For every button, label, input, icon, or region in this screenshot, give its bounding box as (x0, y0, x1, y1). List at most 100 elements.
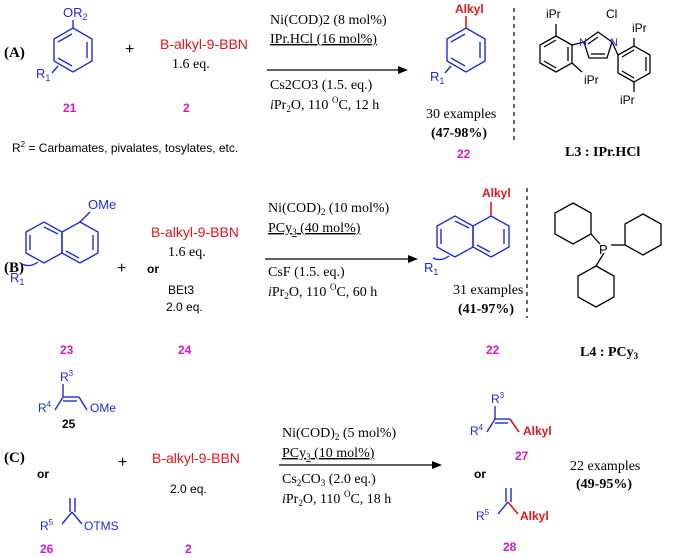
imidazolium-ring (583, 31, 613, 59)
right-aryl-ring (617, 45, 651, 83)
svg-text:OR2: OR2 (63, 5, 88, 22)
condition-b-4: iPr2O, 110 OC, 60 h (268, 282, 377, 301)
ome-label-c: OMe (90, 401, 116, 415)
arrowhead-a (398, 66, 408, 74)
alkyl-label-a: Alkyl (455, 2, 484, 16)
examples-b: 31 examples (453, 283, 523, 298)
condition-b-1: Ni(COD)2 (10 mol%) (268, 201, 389, 217)
panel-c-label: (C) (4, 450, 25, 466)
reagent-c-eq: 2.0 eq. (170, 482, 207, 496)
compound-28-label: 28 (503, 540, 517, 554)
ligand-l4-label: L4 : PCy3 (580, 345, 639, 361)
left-aryl-ring (539, 35, 573, 73)
r2-footnote: R2 = Carbamates, pivalates, tosylates, e… (12, 140, 238, 155)
svg-text:R1: R1 (10, 270, 24, 287)
compound-26-label: 26 (40, 542, 54, 556)
condition-c-3: Cs2CO3 (2.0 eq.) (282, 472, 376, 488)
panel-c: (C) R3 R4 OMe 25 or R5 OTMS 26 + B-alkyl… (4, 369, 640, 556)
condition-b-3: CsF (1.5. eq.) (268, 265, 345, 280)
product-22-structure-a (444, 16, 486, 74)
substrate-23-structure (21, 211, 99, 267)
or-label-c: or (37, 467, 49, 481)
svg-text:R4: R4 (470, 423, 484, 438)
arrowhead-b (408, 255, 418, 263)
compound-27-label: 27 (515, 449, 529, 463)
reagent-b-name: B-alkyl-9-BBN (151, 224, 239, 240)
substrate-21-structure (51, 20, 93, 74)
r1-label: R (36, 66, 45, 81)
or-label-b: or (147, 262, 159, 276)
plus-sign-c: + (118, 454, 127, 471)
nitrogen-label-1: N (579, 37, 587, 49)
product-27-structure (486, 406, 520, 433)
examples-a: 30 examples (426, 107, 496, 122)
svg-text:R1: R1 (430, 69, 444, 86)
condition-a-3: Cs2CO3 (1.5. eq.) (270, 78, 373, 93)
condition-c-2: PCy3 (10 mol%) (282, 446, 375, 462)
arrowhead-c (432, 461, 442, 469)
otms-label: OTMS (84, 519, 119, 533)
panel-a: (A) OR2 R1 21 + B-alkyl-9-BBN 1.6 eq. 2 … (4, 2, 651, 161)
ipr-label-1: iPr (546, 7, 561, 21)
compound-22-label-b: 22 (486, 343, 500, 357)
cyclohexyl-ring-1 (554, 202, 592, 245)
alkyl-label-c1: Alkyl (523, 424, 552, 438)
product-benzene-ring (446, 27, 486, 73)
svg-text:R3: R3 (60, 369, 74, 384)
svg-text:R5: R5 (476, 508, 490, 523)
nitrogen-label-2: N (610, 37, 618, 49)
r5-label: R (40, 519, 49, 533)
product-naphthalene-ring-left (436, 215, 474, 258)
panel-a-label: (A) (4, 45, 25, 61)
svg-text:R1: R1 (36, 66, 50, 83)
reagent-b2-name: BEt3 (168, 283, 194, 297)
r1-product-label-b: R (424, 260, 433, 275)
condition-a-1: Ni(COD)2 (8 mol%) (270, 13, 387, 28)
alkyl-label-b: Alkyl (482, 186, 511, 200)
compound-2-label-a: 2 (183, 101, 190, 115)
cyclohexyl-ring-3 (577, 265, 615, 308)
reagent-a-name: B-alkyl-9-BBN (160, 36, 248, 52)
ipr-label-2: iPr (584, 73, 599, 87)
reagent-b-eq: 1.6 eq. (168, 245, 206, 260)
plus-sign-a: + (125, 41, 134, 58)
substrate-26-structure (61, 498, 83, 525)
r5-product-label: R (476, 509, 485, 523)
r3-product-label: R (491, 392, 500, 406)
panel-b: (B) OMe R1 23 + B-alkyl-9-BBN 1.6 eq. or… (4, 186, 662, 361)
pcy3-ligand-structure (554, 202, 662, 308)
svg-text:R4: R4 (38, 400, 52, 415)
compound-23-label: 23 (60, 343, 74, 357)
condition-a-4: iPr2O, 110 OC, 12 h (270, 95, 379, 114)
compound-21-label: 21 (63, 101, 77, 115)
r4-product-label: R (470, 424, 479, 438)
ome-label-b: OMe (88, 197, 116, 212)
reagent-a-eq: 1.6 eq. (172, 57, 210, 72)
sub-or-label: OR (63, 5, 83, 20)
substrate-25-structure (54, 384, 88, 411)
alkyl-label-c2: Alkyl (520, 509, 549, 523)
condition-a-2: IPr.HCl (16 mol%) (270, 32, 377, 47)
product-22-structure-b (432, 202, 510, 261)
chloride-label: Cl (606, 7, 617, 21)
ipr-label-4: iPr (620, 93, 635, 107)
condition-c-1: Ni(COD)2 (5 mol%) (282, 426, 396, 442)
compound-22-label-a: 22 (457, 147, 471, 161)
r1-product-label: R (430, 69, 439, 84)
yield-b: (41-97%) (458, 302, 514, 317)
benzene-ring (53, 27, 93, 73)
product-28-structure (497, 488, 519, 515)
svg-text:R3: R3 (491, 391, 505, 406)
compound-2-label-c: 2 (185, 542, 192, 556)
reagent-c-name: B-alkyl-9-BBN (152, 450, 240, 466)
yield-a: (47-98%) (431, 126, 487, 141)
condition-c-4: iPr2O, 110 OC, 18 h (282, 489, 391, 508)
ligand-l3-label: L3 : IPr.HCl (565, 145, 640, 160)
examples-c: 22 examples (570, 459, 640, 474)
compound-24-label: 24 (178, 343, 192, 357)
compound-25-label: 25 (62, 417, 76, 431)
plus-sign-b: + (117, 260, 126, 277)
condition-b-2: PCy3 (40 mol%) (268, 221, 361, 237)
